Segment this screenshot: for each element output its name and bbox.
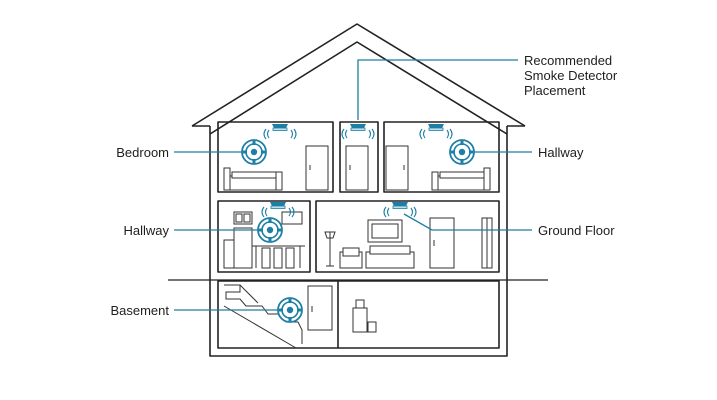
ceiling-detector-icon (383, 201, 417, 218)
title-line-3: Placement (524, 83, 586, 98)
bedroom-right-furniture (431, 167, 491, 191)
label-hallway-mid: Hallway (123, 223, 169, 238)
ceiling-detector-icon (261, 201, 295, 218)
kitchen-furniture (223, 211, 305, 269)
living-room-furniture (324, 217, 493, 269)
smoke-detector-icon (277, 297, 303, 323)
hallway-doors (345, 145, 409, 191)
ceiling-detector-icon (341, 123, 375, 140)
label-bedroom: Bedroom (116, 145, 169, 160)
label-hallway-upper: Hallway (538, 145, 584, 160)
smoke-detector-icon (449, 139, 475, 165)
ceiling-detector-icon (419, 123, 453, 140)
leader-lines (174, 59, 532, 311)
label-basement: Basement (110, 303, 169, 318)
bedroom-left-furniture (223, 145, 329, 191)
ceiling-detector-icon (263, 123, 297, 140)
basement-stairs (223, 284, 333, 349)
label-ground-floor: Ground Floor (538, 223, 615, 238)
house-body (209, 121, 508, 357)
title-line-1: Recommended (524, 53, 612, 68)
smoke-detector-icon (241, 139, 267, 165)
roof (191, 23, 526, 135)
smoke-detector-icon (257, 217, 283, 243)
water-cooler (352, 299, 377, 333)
title-line-2: Smoke Detector (524, 68, 618, 83)
